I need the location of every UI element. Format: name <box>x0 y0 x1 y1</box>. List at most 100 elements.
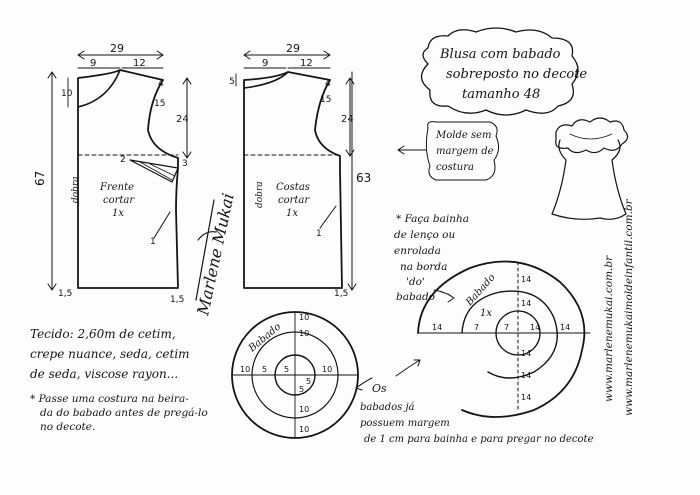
front-fold-label: dobra <box>71 176 81 203</box>
back-armhole-arrows <box>345 77 355 157</box>
ruffle-small-dim-1: 10 <box>299 313 309 322</box>
back-neck-depth-label: 5 <box>229 77 235 87</box>
back-length-arrow <box>347 283 357 291</box>
back-name: Costas <box>276 182 310 193</box>
seam-note-line-1: Molde sem <box>435 130 492 141</box>
fabric-note-line-1: Tecido: 2,60m de cetim, <box>30 327 176 341</box>
front-dart <box>129 159 179 183</box>
front-hem-left-label: 1,5 <box>58 289 72 299</box>
margin-note-arrow-right <box>395 359 421 377</box>
front-side-gap-label: 3 <box>182 159 188 169</box>
back-fold-label: dobra <box>255 181 265 208</box>
ruffle-big: Babado 1x 14 14 14 7 7 14 14 14 14 14 <box>417 260 591 418</box>
front-armhole-label: 15 <box>154 99 165 109</box>
title-line-3: tamanho 48 <box>462 87 540 102</box>
margin-note-line-1: Os <box>372 382 387 395</box>
ruffle-small-dim-3: 10 <box>240 365 250 374</box>
front-armhole-arrows <box>182 77 192 159</box>
back-length-label: 63 <box>356 171 371 185</box>
front-length-arrows <box>47 71 57 291</box>
front-width-arrows <box>77 50 164 60</box>
fabric-note: Tecido: 2,60m de cetim, crepe nuance, se… <box>30 327 208 433</box>
website-urls: www.marlenemukai.com.br www.marlenemukai… <box>603 198 635 416</box>
url-2: www.marlenemukaimoldeinfantil.com.br <box>623 198 635 416</box>
back-cut: cortar <box>278 195 310 206</box>
back-shoulder-label: 12 <box>300 58 313 69</box>
fabric-note-line-3: de seda, viscose rayon... <box>30 367 178 381</box>
back-shoulder-drop-label: 4 <box>325 79 331 89</box>
back-width-arrows <box>243 50 331 60</box>
back-qty: 1x <box>286 208 298 219</box>
front-mark-label: 1 <box>150 237 156 247</box>
seam-note-line-2: margem de <box>436 146 494 157</box>
signature-text: Marlene Mukai <box>193 192 238 318</box>
front-cut: cortar <box>103 195 135 206</box>
ruffle-big-outer-spiral <box>417 260 586 418</box>
ruffle-small: Babado 10 10 10 5 5 10 5 10 5 10 <box>231 311 359 439</box>
ruffle-small-label: Babado <box>246 321 283 355</box>
hem-note-line-1: * Faça bainha <box>396 213 469 225</box>
back-mark-label: 1 <box>316 229 322 239</box>
back-armhole-label: 15 <box>320 95 331 105</box>
front-armhole-depth-label: 24 <box>176 114 189 125</box>
signature: Marlene Mukai <box>193 192 238 318</box>
front-shoulder-drop-label: 4 <box>158 79 164 89</box>
blouse-ruffle-inner <box>569 133 613 140</box>
ruffle-small-dim-10: 10 <box>299 425 309 434</box>
ruffle-big-spiral-2 <box>461 290 558 379</box>
ruffle-big-dim-2: 14 <box>521 299 531 308</box>
hem-note: * Faça bainha de lenço ou enrolada na bo… <box>394 213 469 303</box>
front-hem-right-label: 1,5 <box>170 295 184 305</box>
back-width-label: 29 <box>286 42 300 55</box>
back-hem-label: 1,5 <box>334 289 348 299</box>
front-dart-label: 2 <box>120 155 126 165</box>
hem-note-line-3: enrolada <box>394 245 441 257</box>
back-outline <box>243 71 343 289</box>
fabric-tip-line-2: da do babado antes de pregá-lo <box>40 407 208 419</box>
blouse-illustration <box>551 117 629 220</box>
front-neck-depth-label: 10 <box>61 89 73 99</box>
back-pattern-piece: 29 9 12 5 4 15 24 63 1,5 1 dobra Costas … <box>229 42 371 299</box>
front-neck-width-label: 9 <box>90 58 96 69</box>
ruffle-big-dim-1: 14 <box>521 275 531 284</box>
url-1: www.marlenemukai.com.br <box>603 255 615 402</box>
blouse-ruffle <box>555 117 629 154</box>
margin-note-line-3: possuem margem <box>360 418 450 429</box>
margin-note-arrow-left <box>355 377 373 391</box>
title-line-2: sobreposto no decote <box>446 67 587 82</box>
front-dart-hatch <box>139 161 176 181</box>
margin-note-line-4: de 1 cm para bainha e para pregar no dec… <box>364 434 594 445</box>
front-neckline <box>77 69 121 108</box>
ruffle-big-dim-4: 7 <box>474 323 479 332</box>
ruffle-small-dim-9: 5 <box>306 377 311 386</box>
front-name: Frente <box>99 182 134 193</box>
seam-note-arrow <box>397 145 427 155</box>
ruffle-small-dim-7: 5 <box>299 385 304 394</box>
ruffle-big-dim-5: 7 <box>504 323 509 332</box>
front-width-label: 29 <box>110 42 124 55</box>
fabric-tip-line-3: no decote. <box>40 421 95 433</box>
ruffle-small-dim-8: 10 <box>299 405 309 414</box>
ruffle-big-dim-6: 14 <box>530 323 540 332</box>
hem-note-line-4: na borda <box>400 261 447 273</box>
blouse-body <box>551 139 627 220</box>
hem-note-line-2: de lenço ou <box>394 229 455 241</box>
back-armhole-depth-label: 24 <box>341 114 354 125</box>
ruffle-small-dim-6: 10 <box>322 365 332 374</box>
seam-allowance-note: Molde sem margem de costura <box>397 121 500 181</box>
seam-note-line-3: costura <box>436 162 474 173</box>
seam-note-outline <box>425 121 500 181</box>
margin-note-line-2: babados já <box>360 402 415 413</box>
front-pattern-piece: 29 9 12 67 10 24 4 15 2 3 1,5 1,5 1 <box>33 42 192 305</box>
title-line-1: Blusa com babado <box>439 47 561 62</box>
ruffle-big-label: Babado <box>463 272 497 308</box>
back-neck-width-label: 9 <box>262 58 268 69</box>
signature-stroke <box>195 199 217 301</box>
title-cloud-outline <box>420 27 579 116</box>
hem-note-line-6: babado <box>396 291 435 303</box>
title-cloud: Blusa com babado sobreposto no decote ta… <box>420 27 587 116</box>
front-qty: 1x <box>112 208 124 219</box>
fabric-tip-line-1: * Passe uma costura na beira- <box>30 393 189 405</box>
